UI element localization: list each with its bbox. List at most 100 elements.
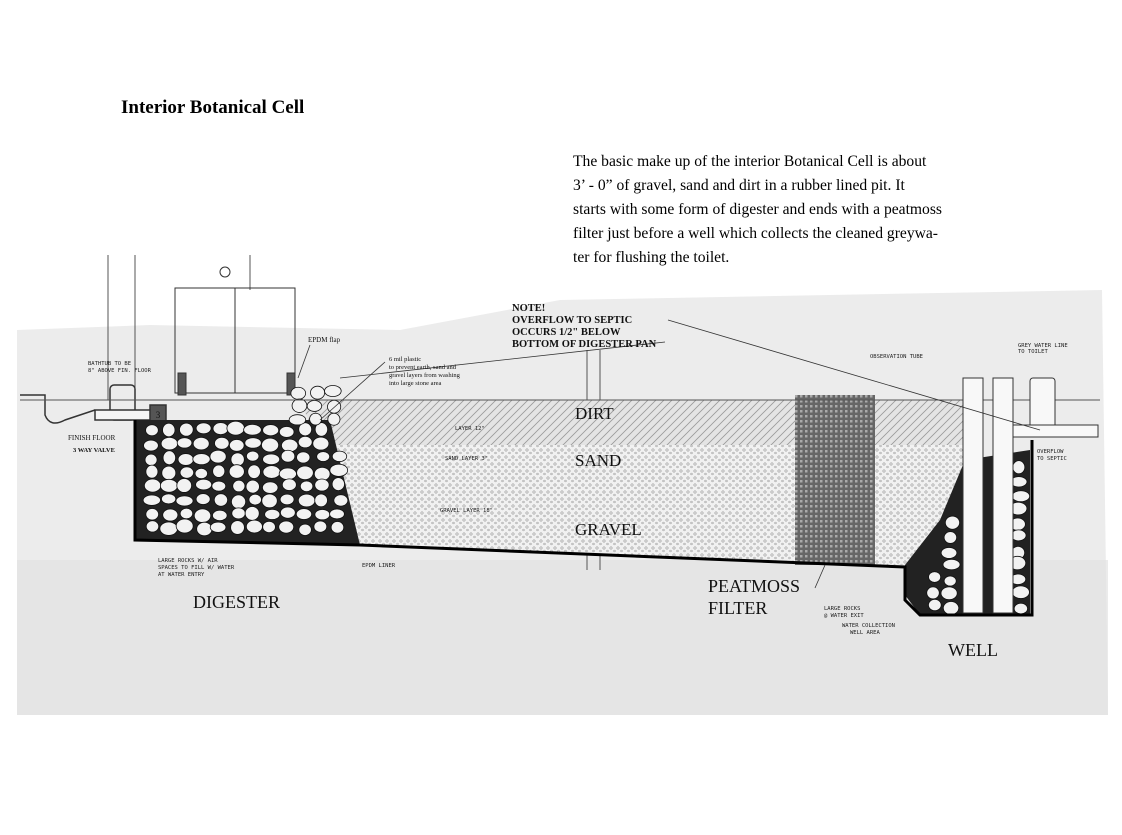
rock [177, 453, 194, 466]
rock [248, 493, 262, 506]
intro-line: 3’ - 0” of gravel, sand and dirt in a ru… [573, 177, 905, 194]
valve-number: 3 [156, 410, 161, 420]
rock [179, 507, 194, 520]
rock [298, 422, 313, 437]
sand-label: SAND [575, 451, 621, 470]
rock [228, 464, 245, 479]
rock [143, 478, 162, 493]
rock [278, 426, 295, 438]
finish-floor-label: FINISH FLOOR [68, 434, 116, 442]
rock [230, 452, 245, 467]
rock [279, 493, 295, 506]
rock [176, 437, 193, 449]
rock [145, 508, 159, 521]
rock [159, 521, 179, 536]
rock [331, 450, 348, 462]
rock [297, 435, 313, 449]
labels: NOTE! OVERFLOW TO SEPTIC OCCURS 1/2" BEL… [68, 303, 1071, 660]
rock [161, 465, 177, 481]
rock [142, 494, 161, 506]
rock [230, 520, 245, 535]
rock [291, 398, 308, 413]
peatmoss-filter [795, 395, 875, 565]
rock [194, 467, 208, 480]
rock [312, 436, 330, 451]
rock [943, 575, 957, 587]
rock [192, 453, 211, 466]
rock [244, 506, 260, 521]
rock [333, 494, 349, 507]
rock [159, 478, 179, 493]
rock [327, 412, 341, 426]
rock [160, 436, 179, 451]
rock [229, 439, 245, 452]
rock [195, 422, 212, 435]
intro-line: starts with some form of digester and en… [573, 201, 942, 218]
rock [212, 422, 229, 436]
large-rocks-entry-label: LARGE ROCKS W/ AIR SPACES TO FILL W/ WAT… [158, 558, 237, 578]
plastic-label: 6 mil plastic to prevent earth, sand and… [389, 356, 462, 387]
dirt-label: DIRT [575, 404, 614, 423]
large-rocks-exit-label: LARGE ROCKS @ WATER EXIT [824, 606, 864, 619]
rock [214, 436, 230, 450]
rock [196, 521, 213, 537]
rock [143, 439, 159, 452]
rock [1011, 585, 1030, 599]
rock [145, 520, 160, 533]
grey-water-label: GREY WATER LINE TO TOILET [1018, 343, 1071, 355]
rock [313, 520, 328, 533]
observation-tube-label: OBSERVATION TUBE [870, 354, 923, 360]
rock [940, 547, 958, 559]
rock [280, 449, 296, 463]
rock [278, 520, 295, 534]
rock [928, 599, 942, 612]
rock [231, 494, 247, 510]
well-area-label: WATER COLLECTION WELL AREA [842, 623, 898, 636]
rock [262, 465, 281, 479]
digester-pan [174, 266, 296, 396]
rock [290, 386, 307, 400]
dirt-layer-label: LAYER 12" [455, 426, 485, 432]
epdm-flap-label: EPDM flap [308, 336, 341, 344]
rock [329, 463, 349, 477]
rock [245, 519, 263, 534]
sand-layer-label: SAND LAYER 3" [445, 456, 488, 462]
rock [246, 450, 260, 462]
bathtub-label: BATHTUB TO BE 8" ABOVE FIN. FLOOR [88, 361, 152, 374]
rock [296, 465, 314, 481]
rock [1013, 602, 1028, 615]
epdm-liner-label: EPDM LINER [362, 563, 396, 569]
intro-line: ter for flushing the toilet. [573, 249, 730, 266]
rock [262, 481, 279, 494]
rock [261, 493, 278, 509]
rock [175, 495, 194, 507]
rock [306, 400, 323, 412]
rock [314, 493, 328, 508]
rock [942, 601, 960, 615]
peatmoss-label: PEATMOSS FILTER [708, 576, 805, 618]
intro-line: The basic make up of the interior Botani… [573, 153, 927, 170]
rock [261, 437, 280, 453]
rock [244, 437, 262, 449]
rock [209, 449, 227, 464]
rock [928, 571, 942, 583]
rock [926, 586, 940, 600]
rock [295, 508, 313, 520]
rock [278, 467, 297, 481]
epdm-liner-line [133, 420, 1034, 617]
rock [145, 464, 159, 479]
rock [195, 493, 211, 505]
rock [209, 521, 227, 533]
rock [314, 478, 330, 492]
rock [262, 453, 281, 466]
bathtub-drain [20, 384, 167, 424]
rock [245, 479, 260, 494]
overflow-note: NOTE! OVERFLOW TO SEPTIC OCCURS 1/2" BEL… [512, 303, 657, 350]
rock [193, 508, 212, 523]
rock [309, 412, 322, 426]
rock [175, 518, 194, 534]
rock [316, 451, 331, 462]
rock [212, 509, 228, 522]
rock [299, 480, 314, 492]
